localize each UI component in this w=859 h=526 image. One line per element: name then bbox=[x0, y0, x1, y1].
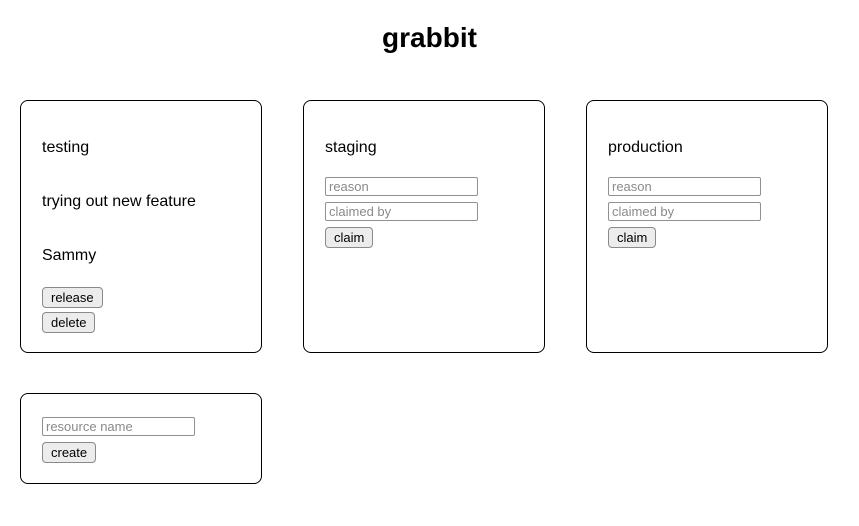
reason-input[interactable] bbox=[325, 177, 478, 196]
reason-input[interactable] bbox=[608, 177, 761, 196]
create-resource-card: create bbox=[20, 393, 262, 484]
create-button[interactable]: create bbox=[42, 442, 97, 463]
claim-button[interactable]: claim bbox=[325, 227, 374, 248]
claimed-by-label: Sammy bbox=[42, 247, 97, 264]
resource-name-input[interactable] bbox=[42, 417, 195, 436]
page-title: grabbit bbox=[382, 22, 477, 53]
resource-name-label: production bbox=[608, 139, 683, 156]
claim-reason-label: trying out new feature bbox=[42, 193, 196, 210]
resource-card-testing: testing trying out new feature Sammy rel… bbox=[20, 100, 262, 353]
resource-card-staging: staging claim bbox=[303, 100, 545, 353]
claimed-by-input[interactable] bbox=[325, 202, 478, 221]
resource-name-label: testing bbox=[42, 139, 90, 156]
claim-button[interactable]: claim bbox=[608, 227, 657, 248]
delete-button[interactable]: delete bbox=[42, 312, 96, 333]
resource-board: testing trying out new feature Sammy rel… bbox=[20, 100, 839, 353]
resource-card-production: production claim bbox=[586, 100, 828, 353]
release-button[interactable]: release bbox=[42, 287, 103, 308]
resource-name-label: staging bbox=[325, 139, 377, 156]
claimed-by-input[interactable] bbox=[608, 202, 761, 221]
